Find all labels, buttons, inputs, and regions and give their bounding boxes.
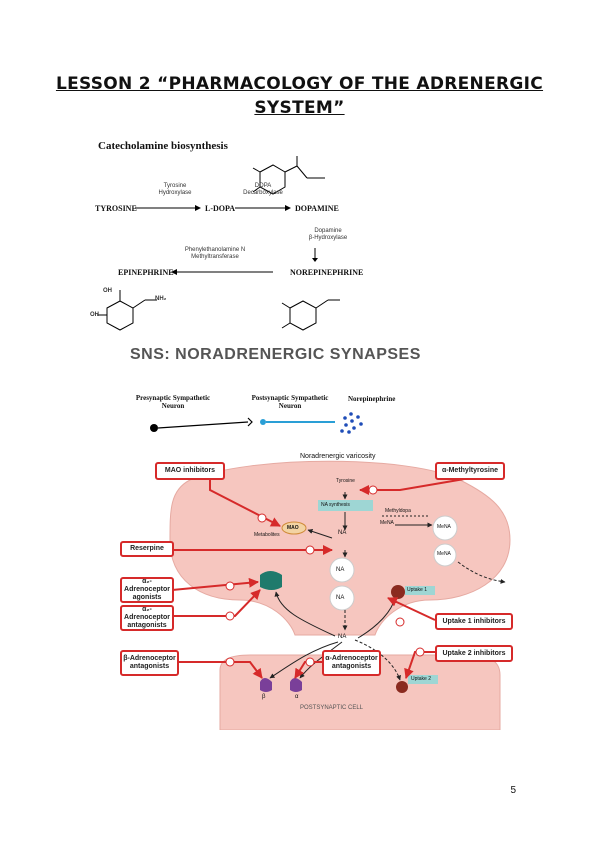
vesicle-1 xyxy=(329,557,355,583)
presynaptic-axon xyxy=(157,421,249,429)
methyltyrosine-box: α-Methyltyrosine xyxy=(435,462,505,480)
enzyme-dbh: Dopamine β-Hydroxylase xyxy=(298,228,358,242)
a2-agonists-line-2: agonists xyxy=(132,594,162,601)
na-synthesis-box xyxy=(318,500,373,511)
mao-inhibitors-box: MAO inhibitors xyxy=(155,462,225,480)
a2-antagonists-line-2: antagonists xyxy=(127,622,167,629)
epinephrine-label: EPINEPHRINE xyxy=(118,268,174,277)
uptake1-label: Uptake 1 xyxy=(407,587,428,593)
enzyme-ddc: DOPA Decarboxylase xyxy=(238,183,288,197)
enzyme-dbh-line-1: Dopamine xyxy=(314,228,342,234)
enzyme-th-line-2: Hydroxylase xyxy=(158,190,192,196)
uptake2-box xyxy=(408,675,438,684)
alpha-antagonists-line-2: antagonists xyxy=(331,663,372,670)
sns-title: SNS: NORADRENERGIC SYNAPSES xyxy=(130,346,421,363)
uptake1-box xyxy=(405,586,435,595)
na-label-1: NA xyxy=(338,530,347,536)
methyldopa-label: Methyldopa xyxy=(385,508,411,514)
enzyme-th-line-1: Tyrosine xyxy=(163,183,187,189)
vesicle-mena-2 xyxy=(433,543,457,567)
presynaptic-label: Presynaptic Sympathetic Neuron xyxy=(128,394,218,410)
postsynaptic-soma xyxy=(260,419,266,425)
synapse-diagram xyxy=(169,460,511,730)
alpha-antagonists-box: α-Adrenoceptor antagonists xyxy=(322,650,381,676)
biosynthesis-heading: Catecholamine biosynthesis xyxy=(98,140,228,152)
uptake1-inhibitors-text: Uptake 1 inhibitors xyxy=(442,617,506,625)
enzyme-pnmt-line-2: Methyltransferase xyxy=(191,254,239,260)
na-synthesis-label: NA synthesis xyxy=(321,502,350,508)
tyrosine-syn-label: Tyrosine xyxy=(336,478,355,484)
alpha-antagonists-line-1: α-Adrenoceptor xyxy=(325,655,378,662)
vesicle-mena-1 xyxy=(432,515,458,541)
enzyme-ddc-line-2: Decarboxylase xyxy=(243,190,283,196)
uptake2-inhibitors-box: Uptake 2 inhibitors xyxy=(435,645,513,662)
inhibit-markers xyxy=(225,485,425,667)
mena-arrow-label: MeNA xyxy=(380,520,394,526)
varicosity-label: Noradrenergic varicosity xyxy=(300,453,376,460)
biosynthesis-diagram xyxy=(97,156,340,331)
ldopa-label: L-DOPA xyxy=(205,204,236,213)
dopamine-label: DOPAMINE xyxy=(295,204,339,213)
alpha-label: α xyxy=(295,694,299,700)
nh2-label: NH₂ xyxy=(155,296,167,302)
tyrosine-label: TYROSINE xyxy=(95,204,137,213)
norepinephrine-dots xyxy=(340,412,363,434)
uptake1-transporter xyxy=(391,585,405,599)
beta-antagonists-box: β-Adrenoceptor antagonists xyxy=(120,650,179,676)
title-line-2: SYSTEM” xyxy=(254,98,345,118)
vesicle-2 xyxy=(329,585,355,611)
postsynaptic-line-2: Neuron xyxy=(278,402,302,410)
alpha2-receptor xyxy=(260,571,282,590)
mena-vesicle-1-label: MeNA xyxy=(437,524,451,530)
postsynaptic-line-1: Postsynaptic Sympathetic xyxy=(251,394,329,402)
presynaptic-soma xyxy=(150,424,158,432)
mao-enzyme xyxy=(281,521,307,535)
reserpine-box: Reserpine xyxy=(120,541,174,557)
uptake1-inhibitors-box: Uptake 1 inhibitors xyxy=(435,613,513,630)
neuron-schematic xyxy=(150,412,363,434)
page-title: LESSON 2 “PHARMACOLOGY OF THE ADRENERGIC… xyxy=(0,72,599,120)
mena-vesicle-2-label: MeNA xyxy=(437,551,451,557)
enzyme-pnmt-line-1: Phenylethanolamine N xyxy=(184,247,246,253)
presynaptic-line-1: Presynaptic Sympathetic xyxy=(135,394,211,402)
a2-agonists-box: α₂-Adrenoceptor agonists xyxy=(120,577,174,603)
beta-receptor xyxy=(260,678,272,692)
title-line-1: LESSON 2 “PHARMACOLOGY OF THE ADRENERGIC xyxy=(55,74,544,94)
postsynaptic-cell-label: POSTSYNAPTIC CELL xyxy=(300,705,364,711)
beta-label: β xyxy=(262,694,266,700)
oh-label-1: OH xyxy=(103,288,112,294)
metabolites-label: Metabolites xyxy=(254,532,280,538)
na-label-2: NA xyxy=(336,567,345,573)
norepinephrine-sns-label: Norepinephrine xyxy=(348,395,396,403)
a2-agonists-line-1: α₂-Adrenoceptor xyxy=(124,578,170,593)
mao-label: MAO xyxy=(287,525,299,531)
methyltyrosine-text: α-Methyltyrosine xyxy=(441,467,499,474)
enzyme-th: Tyrosine Hydroxylase xyxy=(150,183,200,197)
alpha-receptor xyxy=(290,678,302,692)
enzyme-ddc-line-1: DOPA xyxy=(254,183,272,189)
oh-label-2: OH xyxy=(90,312,99,318)
beta-antagonists-line-1: β-Adrenoceptor xyxy=(123,655,176,662)
beta-antagonists-line-2: antagonists xyxy=(129,663,170,670)
enzyme-dbh-line-2: β-Hydroxylase xyxy=(308,235,348,241)
mao-inhibitors-text: MAO inhibitors xyxy=(164,467,216,474)
uptake2-inhibitors-text: Uptake 2 inhibitors xyxy=(442,649,506,657)
postsynaptic-label: Postsynaptic Sympathetic Neuron xyxy=(245,394,335,410)
reserpine-text: Reserpine xyxy=(130,545,164,552)
epinephrine-ring xyxy=(106,300,134,331)
na-label-4: NA xyxy=(338,634,347,640)
norepinephrine-ring xyxy=(289,300,317,331)
uptake2-label: Uptake 2 xyxy=(411,676,432,682)
na-label-3: NA xyxy=(336,595,345,601)
a2-antagonists-box: α₂-Adrenoceptor antagonists xyxy=(120,605,174,631)
enzyme-pnmt: Phenylethanolamine N Methyltransferase xyxy=(175,247,255,261)
page-number: 5 xyxy=(510,785,516,796)
a2-antagonists-line-1: α₂-Adrenoceptor xyxy=(124,606,170,621)
presynaptic-line-2: Neuron xyxy=(161,402,185,410)
norepinephrine-label: NOREPINEPHRINE xyxy=(290,268,364,277)
uptake2-transporter xyxy=(396,681,408,693)
